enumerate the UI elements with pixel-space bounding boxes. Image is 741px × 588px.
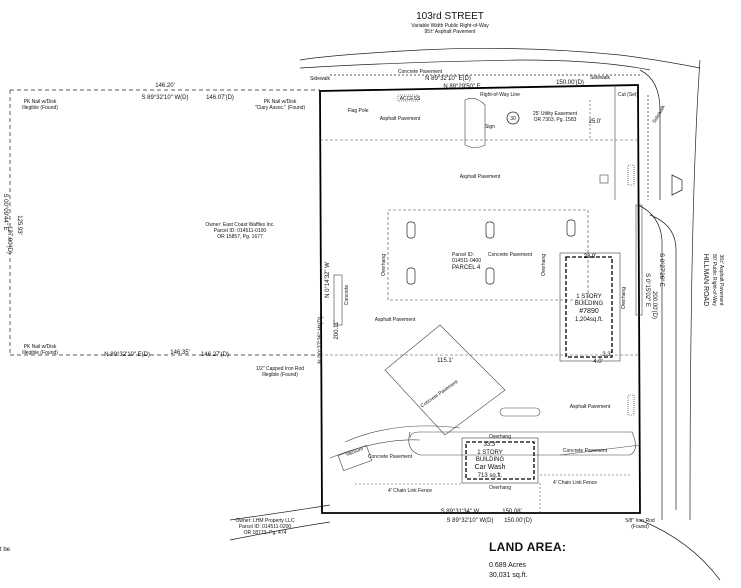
- parcel-id-label: Parcel ID:: [452, 252, 474, 258]
- building2-line3: Car Wash: [475, 464, 506, 471]
- street-pavement: 95±' Asphalt Pavement: [425, 29, 477, 35]
- land-area-sqft: 30,031 sq.ft.: [489, 572, 528, 579]
- owner2-line2: Parcel ID: 014511-0200: [239, 524, 292, 530]
- south-distance-record: 150.00'(D): [504, 518, 532, 524]
- pk-nail-1: PK Nail w/Disk: [24, 99, 57, 105]
- asphalt-pavement-center: Asphalt Pavement: [460, 174, 501, 180]
- sidewalk-north-east: Sidewalk: [590, 75, 611, 81]
- owner2-line1: Owner: LHM Property LLC: [236, 518, 295, 524]
- building1-line3: #7890: [579, 308, 599, 315]
- owner2-line3: OR 18773, Pg. 474: [244, 530, 287, 536]
- pk-nail-3: PK Nail w/Disk: [24, 344, 57, 350]
- north-bearing-record: N 89°32'10" E(D): [425, 76, 471, 82]
- far-west-1: 125.93': [16, 215, 22, 235]
- cut-set-label: Cut (Set): [618, 92, 638, 98]
- fence-label-se: 4' Chain Link Fence: [553, 480, 597, 486]
- building1-line4: 1,204sq.ft.: [575, 317, 603, 323]
- west-line-3: N 00°27'26" W(D): [318, 316, 324, 363]
- vacuum-label: Vacuum: [345, 446, 364, 458]
- dim-33: 33.3': [484, 442, 497, 448]
- overhang-west: Overhang: [381, 254, 387, 276]
- parcel-id-value: 014511-0400: [452, 258, 481, 264]
- utility-easement: 25' Utility Easement: [533, 111, 578, 117]
- parcel-4-label: PARCEL 4: [452, 265, 481, 271]
- north-distance-record: 150.00'(D): [556, 80, 584, 86]
- dim-4: 4.0': [593, 359, 603, 365]
- concrete-west: Concrete: [344, 285, 350, 306]
- east-line-1: S 0°15'02" E: [644, 273, 650, 307]
- utility-easement-ref: OR 7303, Pg. 1583: [534, 117, 577, 123]
- far-west-2: S 00°09'44" E: [2, 193, 8, 230]
- dim-25: 25.0': [589, 119, 602, 125]
- road-east-row: 80' Public Right-of-Way: [711, 254, 717, 306]
- asphalt-pavement-north: Asphalt Pavement: [380, 116, 421, 122]
- road-east-name: HILLMAN ROAD: [702, 254, 709, 307]
- west-ext-dist: 146.20': [155, 83, 175, 89]
- west-ext-bearing: S 89°32'10" W(D): [141, 95, 188, 101]
- edge-cut-text: t be: [0, 547, 11, 553]
- sign-label: Sign: [485, 124, 495, 130]
- concrete-pavement-south: Concrete Pavement: [368, 454, 413, 460]
- building2-line1: 1 STORY: [477, 450, 502, 456]
- iron-rod-label: 5/8" Iron Rod: [625, 518, 655, 524]
- road-east-pavement: 36±' Asphalt Pavement: [718, 255, 724, 307]
- flag-pole-label: Flag Pole: [347, 108, 368, 114]
- south-distance: 150.08': [502, 509, 522, 515]
- speed-limit-value: 30: [510, 116, 516, 122]
- land-area-acres: 0.689 Acres: [489, 562, 526, 569]
- west-line-2: 200.11': [334, 320, 340, 339]
- overhang-carwash-top: Overhang: [489, 434, 511, 440]
- concrete-pavement-se: Concrete Pavement: [563, 448, 608, 454]
- sidewalk-north-west: Sidewalk: [310, 76, 331, 82]
- south-bearing-record: S 89°32'10" W(D): [446, 518, 493, 524]
- north-bearing-measured: N 89°29'50" E: [443, 84, 480, 90]
- mid-dist2: 146.27'(D): [201, 352, 229, 358]
- iron-rod-found: (Found): [631, 524, 649, 530]
- west-ext-dist2: 146.07'(D): [206, 95, 234, 101]
- overhang-east: Overhang: [621, 287, 627, 309]
- owner1-line2: Parcel ID: 014511-0100: [214, 228, 267, 234]
- east-line-2: 200.00'(D): [651, 291, 657, 319]
- overhang-canopy: Overhang: [541, 254, 547, 276]
- concrete-pavement-center: Concrete Pavement: [488, 252, 533, 258]
- dim-115: 115.1': [437, 358, 453, 364]
- pk-nail-2: PK Nail w/Disk: [264, 99, 297, 105]
- pk-nail-3b: Illegible (Found): [22, 350, 58, 356]
- right-of-way-line: Right-of-Way Line: [480, 92, 520, 98]
- street-name: 103rd STREET: [416, 11, 484, 22]
- capped-rod-b: Illegible (Found): [262, 372, 298, 378]
- building2-line4: 713 sq.ft.: [478, 473, 503, 479]
- east-line-3: S 0°27'26" E: [658, 253, 664, 287]
- land-area-title: LAND AREA:: [489, 540, 567, 554]
- mid-dist: 146.35': [170, 350, 190, 356]
- mid-bearing: N 89°32'10" E(D): [104, 352, 150, 358]
- building1-line1: 1 STORY: [576, 294, 601, 300]
- capped-rod: 1/2" Capped Iron Rod: [256, 366, 304, 372]
- owner1-line1: Owner: East Coast Waffles Inc.: [205, 222, 274, 228]
- west-line-1: N 0°14'32" W: [325, 262, 331, 298]
- dim-23: 23.0': [584, 254, 597, 260]
- concrete-pavement-canopy: Concrete Pavement: [420, 379, 460, 410]
- street-row-note: Variable Width Public Right-of-Way: [411, 23, 489, 29]
- building1-line2: BUILDING: [575, 301, 604, 307]
- asphalt-pavement-west: Asphalt Pavement: [375, 317, 416, 323]
- pk-nail-2b: "Clary Assoc." (Found): [255, 105, 306, 111]
- building2-line2: BUILDING: [476, 457, 505, 463]
- fence-label-south: 4' Chain Link Fence: [388, 488, 432, 494]
- asphalt-pavement-east: Asphalt Pavement: [570, 404, 611, 410]
- far-west-3: 127.00'(D): [6, 226, 12, 254]
- south-bearing-measured: S 89°31'34" W: [441, 509, 480, 515]
- access-north: ACCESS: [400, 96, 421, 102]
- sidewalk-east: Sidewalk: [652, 104, 667, 125]
- overhang-carwash-bottom: Overhang: [489, 485, 511, 491]
- owner1-line3: OR 15857, Pg. 1677: [217, 234, 263, 240]
- concrete-pavement-north: Concrete Pavement: [398, 69, 443, 75]
- dim-3-3: 3.3': [602, 352, 612, 358]
- pk-nail-1b: Illegible (Found): [22, 105, 58, 111]
